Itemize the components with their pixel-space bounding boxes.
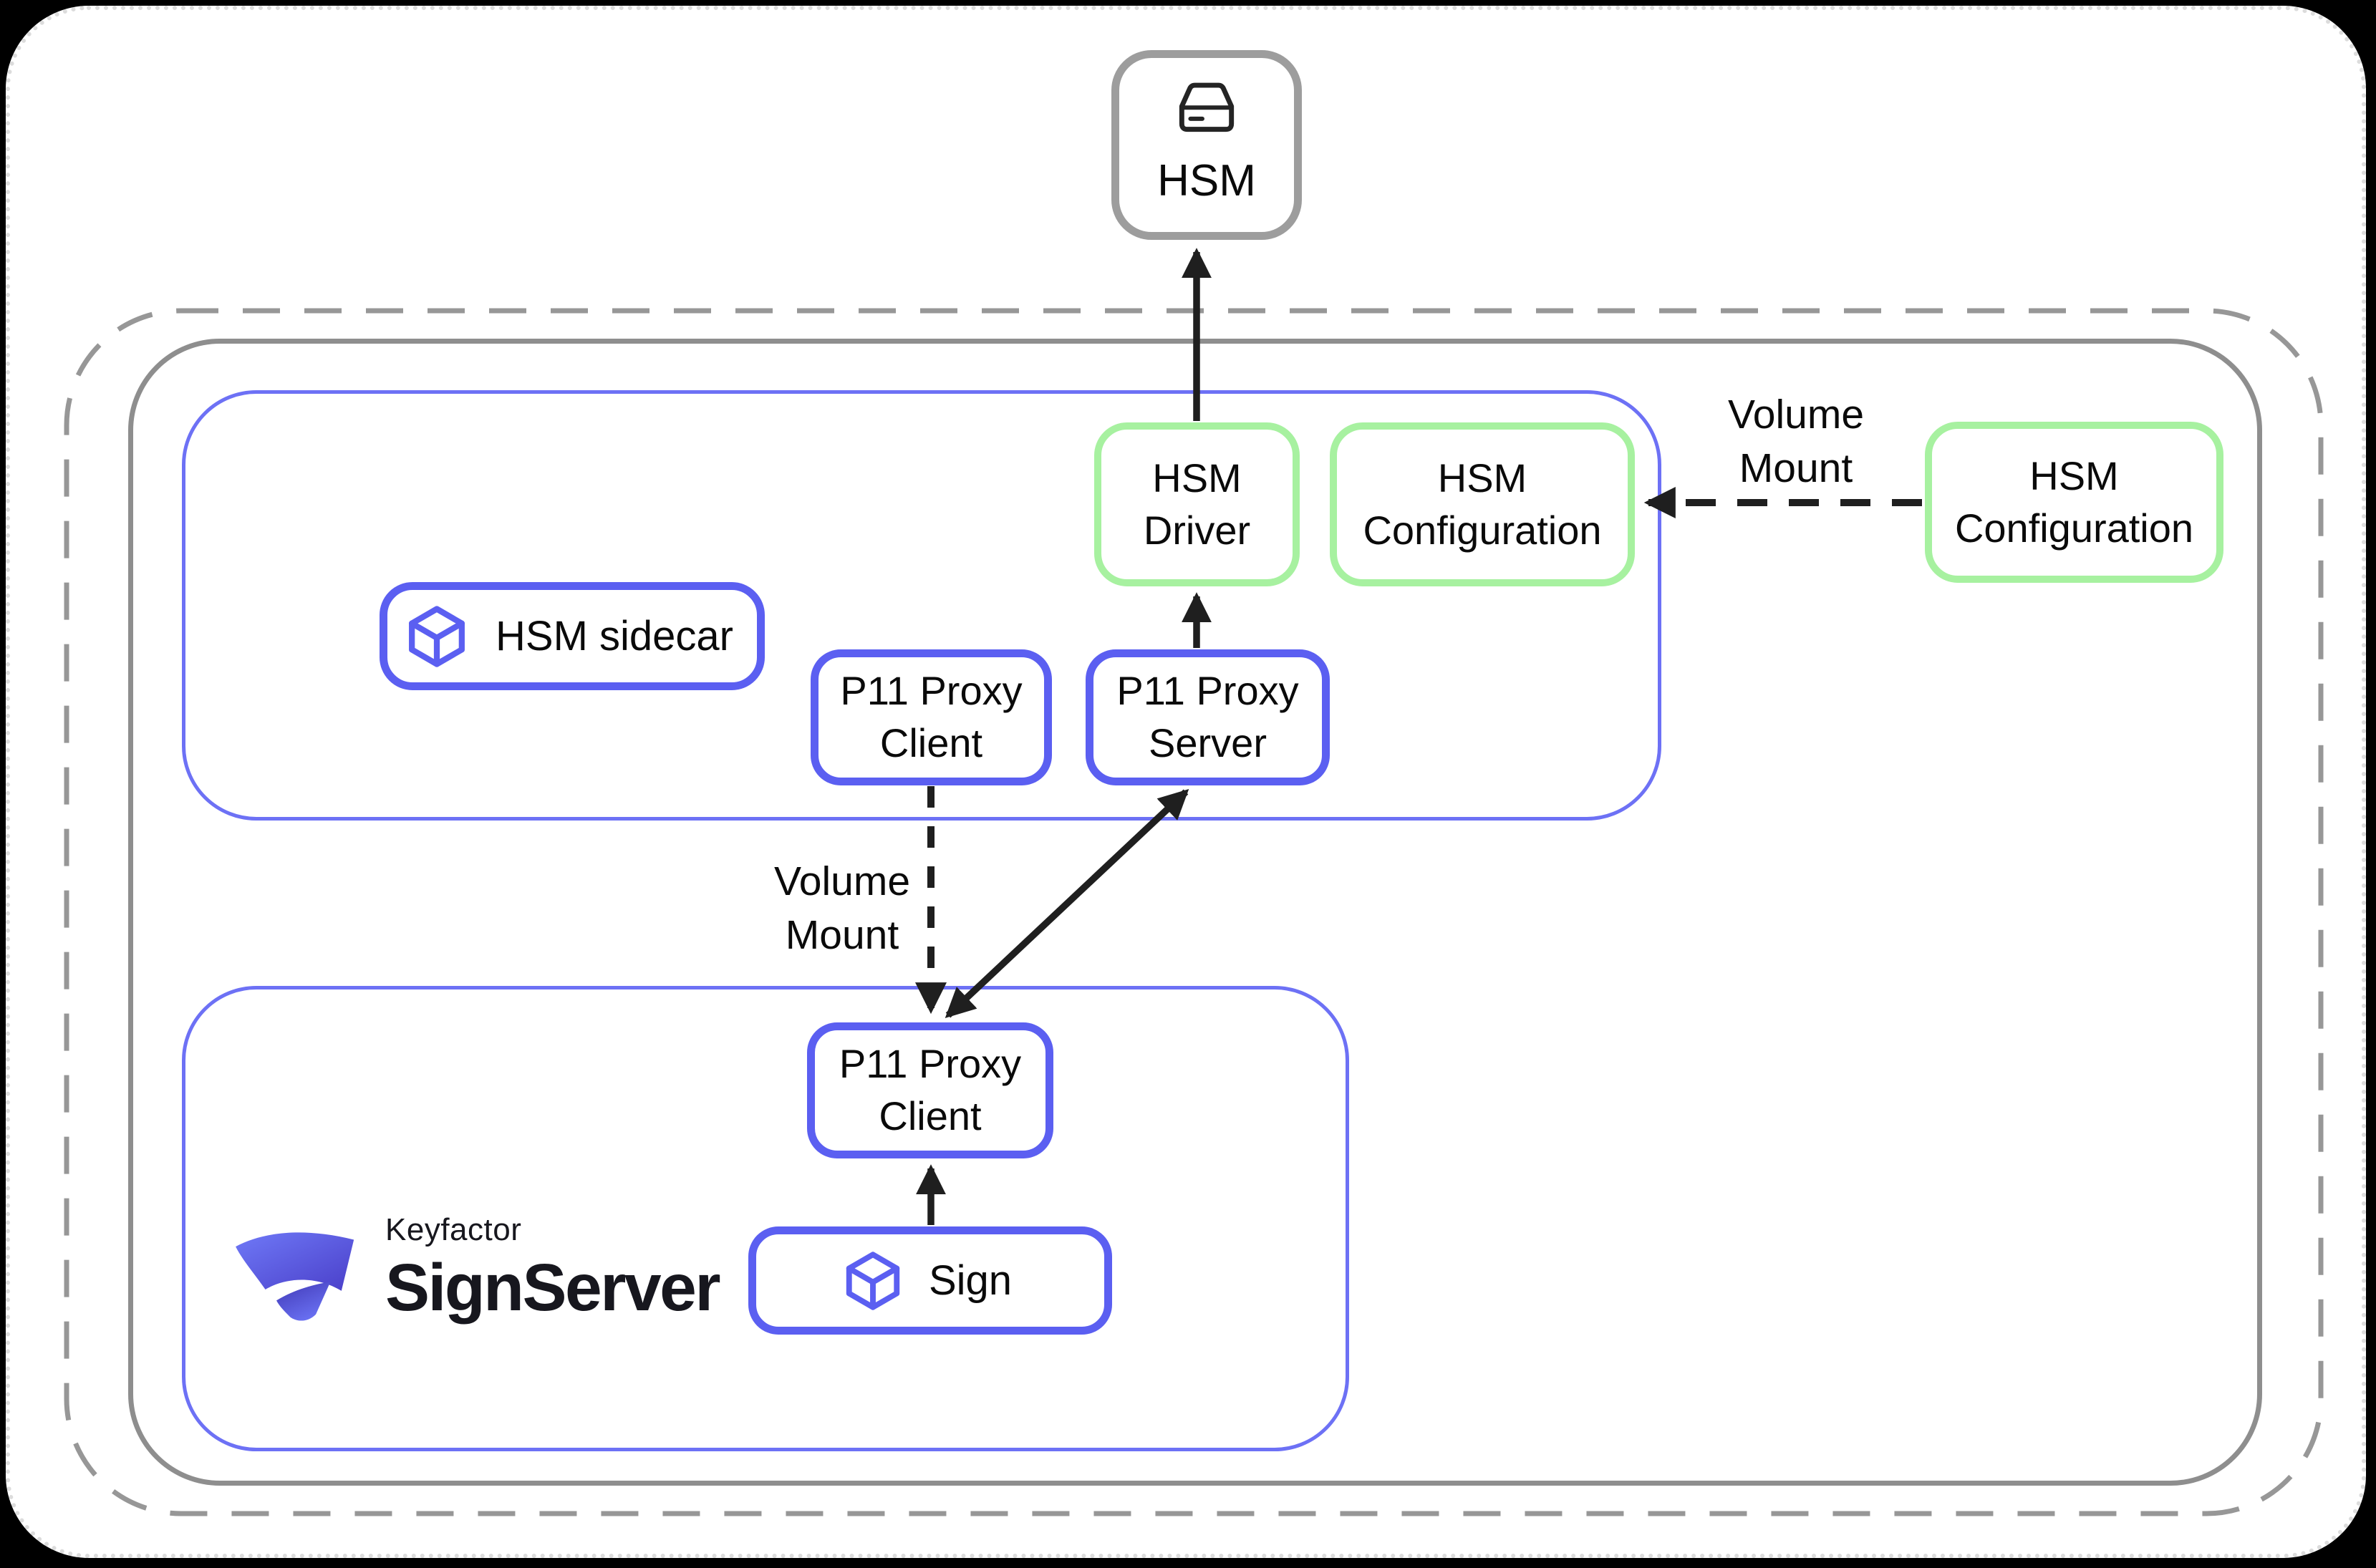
node-label: P11 Proxy Server [1116, 668, 1299, 765]
node-sign: Sign [748, 1226, 1112, 1335]
logo-product-text: SignServer [385, 1250, 721, 1325]
hard-drive-icon [1179, 82, 1235, 132]
edge-p11-client-to-p11-server [945, 788, 1189, 1019]
cube-icon [846, 1251, 900, 1310]
node-hsm-driver: HSM Driver [1094, 422, 1300, 586]
node-label: HSM Configuration [1363, 455, 1602, 553]
node-label: P11 Proxy Client [840, 668, 1023, 765]
volume-mount-label-external: Volume Mount [1727, 392, 1865, 492]
node-label: Sign [928, 1257, 1013, 1304]
node-hsm: HSM [1111, 50, 1302, 240]
node-p11-proxy-server: P11 Proxy Server [1086, 649, 1330, 785]
node-p11-proxy-client-sidecar: P11 Proxy Client [811, 649, 1052, 785]
node-label: HSM sidecar [496, 612, 733, 659]
node-p11-proxy-client-signserver: P11 Proxy Client [807, 1022, 1053, 1158]
node-hsm-configuration-external: HSM Configuration [1925, 422, 2223, 583]
node-label: HSM Configuration [1954, 453, 2194, 551]
node-label: P11 Proxy Client [839, 1041, 1022, 1138]
node-label: HSM [1157, 156, 1256, 206]
keyfactor-logo-mark [236, 1232, 354, 1321]
node-hsm-sidecar: HSM sidecar [380, 582, 765, 690]
node-label: HSM Driver [1143, 455, 1251, 553]
volume-mount-label-internal: Volume Mount [773, 858, 911, 959]
node-hsm-configuration-sidecar: HSM Configuration [1330, 422, 1635, 586]
logo-company-text: Keyfactor [385, 1212, 522, 1247]
signserver-pod-boundary [182, 986, 1349, 1451]
keyfactor-signserver-logo: Keyfactor SignServer [385, 1212, 721, 1326]
hsm-sidecar-pod-boundary [182, 390, 1661, 821]
cube-icon [409, 605, 465, 667]
